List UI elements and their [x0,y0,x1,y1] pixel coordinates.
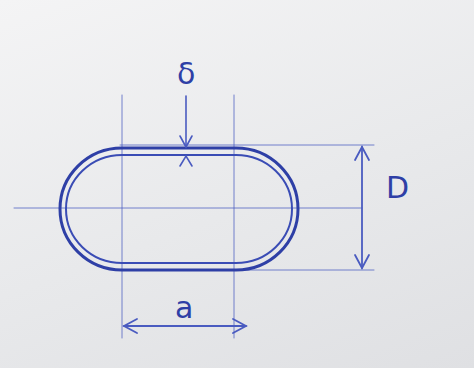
extension-line [120,145,374,146]
construction-line [122,95,123,338]
arrowhead [355,147,369,160]
inner-wall [66,155,292,263]
dimension-line [361,147,363,268]
arrowhead [180,156,192,166]
arrowhead [355,255,369,268]
height-dimension: D [386,173,409,203]
thickness-leader [185,96,187,146]
construction-line [234,95,235,338]
outer-wall [60,148,298,270]
arrowhead [180,136,192,147]
arrowhead [124,319,137,333]
length-dimension: a [175,293,193,323]
dimension-line [124,325,246,327]
arrowhead [233,319,246,333]
thickness-symbol: δ [177,59,195,89]
